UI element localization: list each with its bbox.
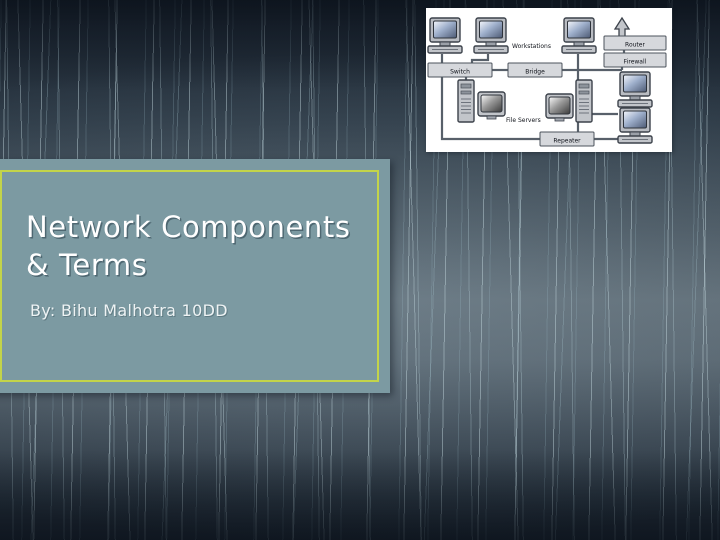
workstation-icon-2 xyxy=(473,17,509,54)
switch-label: Switch xyxy=(450,69,470,76)
client-computer-icon-1 xyxy=(617,71,653,108)
firewall-node: Firewall xyxy=(603,52,667,68)
switch-node: Switch xyxy=(427,62,493,78)
repeater-node: Repeater xyxy=(539,131,595,147)
file-servers-label: File Servers xyxy=(506,117,541,124)
file-server-monitor-1 xyxy=(477,91,506,120)
workstation-icon-1 xyxy=(427,17,463,54)
title-panel: Network Components & Terms By: Bihu Malh… xyxy=(0,159,390,393)
slide-subtitle: By: Bihu Malhotra 10DD xyxy=(30,300,228,320)
client-computer-icon-2 xyxy=(617,107,653,144)
file-server-tower-1 xyxy=(457,79,475,123)
bridge-label: Bridge xyxy=(525,69,545,76)
file-server-monitor-2 xyxy=(545,93,574,122)
page-title: Network Components & Terms xyxy=(26,210,351,283)
firewall-label: Firewall xyxy=(624,59,647,66)
repeater-label: Repeater xyxy=(553,138,581,145)
router-label: Router xyxy=(625,42,645,49)
workstations-label: Workstations xyxy=(512,43,551,50)
network-topology-image: Workstations Switch Bridge Router Firewa… xyxy=(426,8,672,152)
title-text-group: Network Components & Terms By: Bihu Malh… xyxy=(26,208,367,320)
workstation-icon-3 xyxy=(561,17,597,54)
router-node: Router xyxy=(603,35,667,51)
bridge-node: Bridge xyxy=(507,62,563,78)
title-panel-border: Network Components & Terms By: Bihu Malh… xyxy=(0,170,379,382)
file-server-tower-2 xyxy=(575,79,593,123)
